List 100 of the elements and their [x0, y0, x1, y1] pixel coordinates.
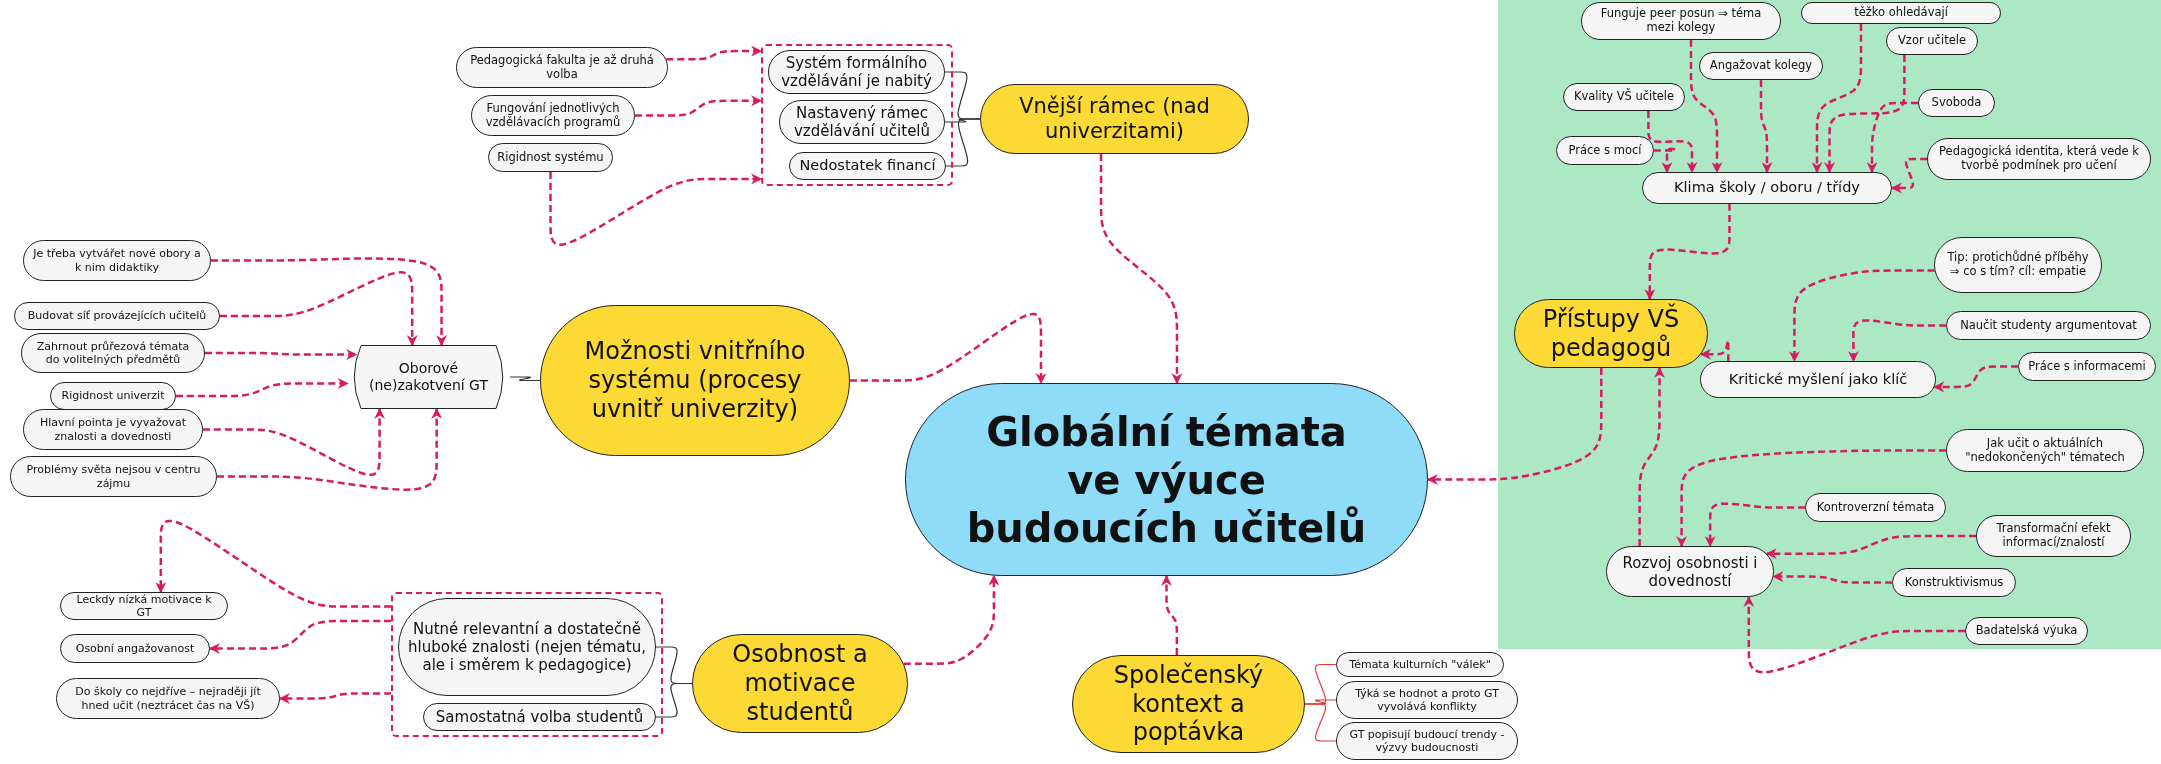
subtopic-pill [10, 456, 217, 497]
node-label: Nutné relevantní a dostatečně hluboké znalosti (nejen tématu, ale i směrem k pedagogice) [407, 620, 647, 674]
dashed-arrow [217, 407, 443, 491]
connector-line [1304, 703, 1337, 742]
node-label: Problémy světa nejsou v centru zájmu [25, 463, 202, 490]
node-label: těžko ohledávají [1854, 6, 1948, 20]
node-label: Osobnost a motivace studentů [731, 640, 869, 727]
connector-line [509, 376, 541, 382]
subtopic-pill [1805, 493, 1946, 522]
subtopic-pill [56, 678, 280, 719]
node-label: GT popisují budoucí trendy - výzvy budoucnosti [1348, 727, 1506, 755]
connector-line [655, 682, 693, 718]
dashed-arrow [1426, 368, 1603, 485]
node-label: Konstruktivismus [1904, 575, 2004, 590]
dashed-arrow [220, 271, 418, 347]
dashed-arrow [1824, 55, 1906, 174]
subtopic-pill [1918, 89, 1995, 117]
dashed-arrow [1689, 40, 1723, 174]
dashed-arrow [850, 312, 1047, 385]
subtopic-pill [50, 382, 176, 410]
subtopic-pill [423, 703, 656, 731]
node-label: Kritické myšlení jako klíč [1728, 370, 1908, 389]
subtopic-pill [1563, 83, 1685, 111]
subtopic-pill [1581, 2, 1781, 40]
subtopic-pill [60, 592, 228, 620]
node-label: Osobní angažovanost [75, 641, 195, 656]
node-label: Fungování jednotlivých vzdělávacích programů [484, 101, 622, 130]
dashed-arrow [1847, 319, 1946, 363]
node-label: Hlavní pointa je vyvažovat znalosti a dovednosti [38, 416, 188, 443]
node-label: Svoboda [1931, 96, 1982, 110]
subtopic-pill [1699, 52, 1823, 80]
dashed-arrow [635, 95, 763, 117]
node-label: Do školy co nejdříve – nejraději jít hned učit (neztrácet čas na VŠ) [74, 685, 262, 712]
dashed-arrow [1099, 154, 1183, 385]
subtopic-pill [1642, 172, 1892, 204]
node-label: Nedostatek financí [799, 157, 936, 175]
subtopic-pill [21, 333, 205, 373]
subtopic-pill [1336, 652, 1504, 677]
node-label: Pedagogická identita, která vede k tvorbě podmínek pro učení [1938, 145, 2140, 173]
subtopic-pill [1886, 27, 1978, 55]
node-label: Systém formálního vzdělávání je nabitý [780, 54, 933, 90]
node-label: Přístupy VŠ pedagogů [1541, 304, 1681, 363]
dashed-arrow [211, 257, 448, 347]
node-label: Tip: protichůdné příběhy ⇒ co s tím? cíl: empatie [1946, 251, 2090, 279]
dashed-arrow [1638, 366, 1665, 546]
node-label: Práce s mocí [1568, 143, 1642, 158]
node-label: Leckdy nízká motivace k GT [75, 593, 213, 619]
node-label: Kvality VŠ učitele [1573, 90, 1675, 104]
dashed-arrow [1743, 595, 1965, 674]
node-label: Rigidnost systému [497, 150, 604, 165]
subtopic-pill [2018, 352, 2156, 381]
node-label: Klima školy / oboru / třídy [1674, 179, 1860, 197]
node-label: Badatelská výuka [1975, 624, 2078, 638]
dashed-arrow [1890, 157, 1927, 194]
node-label: Rigidnost univerzit [61, 389, 165, 403]
subtopic-pill [23, 409, 203, 450]
node-label: Kontroverzní témata [1816, 500, 1935, 515]
subtopic-pill [1556, 136, 1654, 165]
dashed-arrow [1759, 80, 1773, 174]
node-label: Globální témata ve výuce budoucích učitelů [965, 407, 1368, 552]
dashed-arrow [1866, 101, 1918, 174]
subtopic-pill [1976, 515, 2131, 557]
node-label: Funguje peer posun ⇒ téma mezi kolegy [1599, 7, 1763, 35]
dashed-arrow [1788, 269, 1935, 363]
node-label: Je třeba vytvářet nové obory a k nim didaktiky [32, 247, 202, 274]
dashed-group-frame [761, 44, 953, 186]
subtopic-pill [1946, 429, 2144, 472]
node-label: Transformační efekt informací/znalostí [1995, 522, 2112, 550]
subtopic-pill [1934, 237, 2102, 293]
dashed-arrow [176, 377, 349, 398]
subtopic-pill [1892, 568, 2016, 597]
node-label: Společenský kontext a poptávka [1112, 660, 1265, 748]
dashed-arrow [1772, 571, 1892, 584]
subtopic-pill [1336, 722, 1518, 760]
subtopic-pill [14, 302, 220, 330]
subtopic-pill [779, 100, 945, 144]
node-label: Angažovat kolegy [1709, 59, 1813, 73]
subtopic-pill [60, 634, 210, 663]
dashed-arrow [1765, 534, 1976, 560]
subtopic-pill [23, 240, 211, 281]
node-label: Vzor učitele [1898, 34, 1966, 48]
subtopic-pill [789, 152, 946, 180]
node-label: Naučit studenty argumentovat [1960, 318, 2137, 333]
node-label: Samostatná volba studentů [435, 708, 644, 726]
node-label: Budovat síť provázejících učitelů [27, 309, 207, 323]
dashed-arrow [666, 45, 763, 61]
dashed-arrow [1704, 502, 1805, 548]
dashed-arrow [208, 619, 391, 654]
dashed-arrow [1676, 449, 1946, 548]
subtopic-pill [1336, 681, 1518, 719]
node-label: Vnější rámec (nad univerzitami) [1018, 93, 1211, 145]
dashed-arrow [1700, 339, 1730, 361]
node-label: Rozvoj osobnosti i dovedností [1621, 553, 1759, 590]
subtopic-pill [488, 143, 613, 172]
main-topic [1514, 299, 1708, 368]
node-label: Zahrnout průřezová témata do volitelných předmětů [35, 339, 191, 367]
subtopic-pill [1606, 546, 1774, 597]
subtopic-pill [768, 50, 945, 94]
node-label: Nastavený rámec vzdělávání učitelů [792, 104, 932, 140]
subtopic-pill [1946, 311, 2151, 340]
